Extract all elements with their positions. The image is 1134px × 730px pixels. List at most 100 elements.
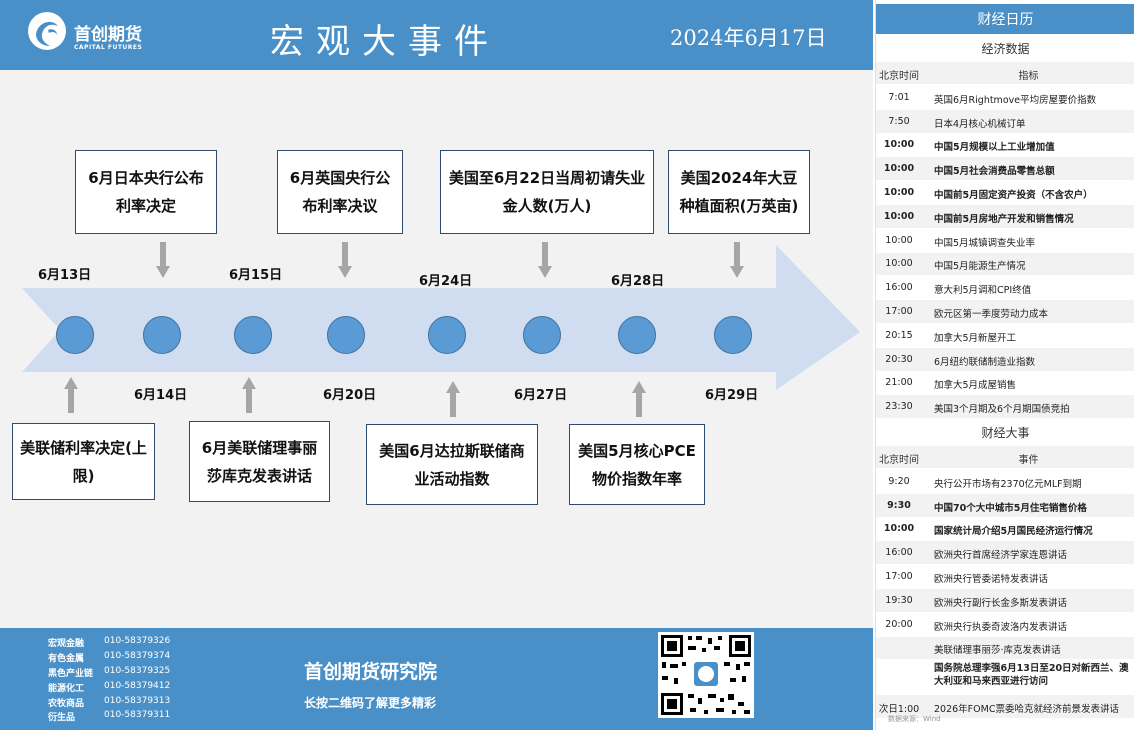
calendar-row: 16:00 意大利5月调和CPI终值 xyxy=(876,276,1134,301)
date-label: 6月14日 xyxy=(134,388,188,403)
timeline-dot xyxy=(523,316,561,354)
calendar-row: 10:00 国家统计局介绍5月国民经济运行情况 xyxy=(876,517,1134,542)
event-box: 6月日本央行公布利率决定 xyxy=(75,150,217,234)
econ-column-header: 北京时间 指标 xyxy=(876,62,1134,84)
calendar-row: 国务院总理李强6月13日至20日对新西兰、澳大利亚和马来西亚进行访问 xyxy=(876,660,1134,695)
arrow-up-icon xyxy=(632,381,646,417)
row-time: 10:00 xyxy=(885,258,913,270)
contact-dept: 衍生品 xyxy=(48,713,76,723)
row-time: 10:00 xyxy=(883,163,915,175)
event-box: 美国6月达拉斯联储商业活动指数 xyxy=(366,424,538,505)
row-text: 中国70个大中城市5月住宅销售价格 xyxy=(934,502,1087,514)
row-text: 加拿大5月成屋销售 xyxy=(934,380,1017,392)
row-time: 20:30 xyxy=(885,353,913,365)
row-time: 17:00 xyxy=(885,306,913,318)
row-text: 欧洲央行首席经济学家连恩讲话 xyxy=(934,550,1068,562)
event-box: 美国5月核心PCE物价指数年率 xyxy=(569,424,705,505)
contact-dept: 黑色产业链 xyxy=(48,669,94,679)
col-time: 北京时间 xyxy=(879,455,919,466)
row-text: 美联储理事丽莎·库克发表讲话 xyxy=(934,645,1061,657)
contact-phone: 010-58379311 xyxy=(104,710,171,720)
qr-code-icon[interactable] xyxy=(658,632,754,718)
row-text: 国家统计局介绍5月国民经济运行情况 xyxy=(934,526,1093,538)
col-indicator: 指标 xyxy=(1018,71,1039,82)
row-text: 欧洲央行副行长金多斯发表讲话 xyxy=(934,597,1068,609)
event-box: 美国至6月22日当周初请失业金人数(万人) xyxy=(440,150,654,234)
arrow-down-icon xyxy=(338,242,352,278)
arrow-down-icon xyxy=(538,242,552,278)
row-text: 加拿大5月新屋开工 xyxy=(934,332,1017,344)
date-label: 6月13日 xyxy=(38,268,92,283)
contact-row: 农牧商品 010-58379313 xyxy=(48,696,170,709)
timeline-panel: 首创期货 CAPITAL FUTURES 宏观大事件 2024年6月17日 6月… xyxy=(0,0,873,730)
timeline-dot xyxy=(143,316,181,354)
calendar-row: 17:00 欧洲央行管委诺特发表讲话 xyxy=(876,565,1134,589)
row-time: 20:00 xyxy=(885,618,913,630)
events-section-title: 财经大事 xyxy=(981,425,1030,440)
timeline-dot xyxy=(428,316,466,354)
event-box: 6月美联储理事丽莎库克发表讲话 xyxy=(189,421,330,502)
row-time: 次日1:00 xyxy=(878,703,920,715)
contact-phone: 010-58379412 xyxy=(104,681,171,691)
calendar-row: 21:00 加拿大5月成屋销售 xyxy=(876,371,1134,396)
row-text: 日本4月核心机械订单 xyxy=(934,118,1026,130)
logo-icon xyxy=(28,12,66,50)
row-text: 欧洲央行管委诺特发表讲话 xyxy=(934,574,1049,586)
row-time: 10:00 xyxy=(883,523,915,535)
row-time: 21:00 xyxy=(885,377,913,389)
date-label: 6月24日 xyxy=(419,274,473,289)
row-time: 10:00 xyxy=(883,139,915,151)
contact-phone: 010-58379313 xyxy=(104,696,171,706)
calendar-row: 次日1:00 2026年FOMC票委哈克就经济前景发表讲话 xyxy=(876,694,1134,719)
contact-phone: 010-58379374 xyxy=(104,651,171,661)
contact-phone: 010-58379326 xyxy=(104,636,171,646)
logo-text-en: CAPITAL FUTURES xyxy=(74,44,143,51)
row-text: 2026年FOMC票委哈克就经济前景发表讲话 xyxy=(934,703,1119,715)
contact-dept: 农牧商品 xyxy=(48,699,85,709)
row-time: 16:00 xyxy=(885,547,913,559)
calendar-row: 美联储理事丽莎·库克发表讲话 xyxy=(876,636,1134,661)
row-text: 意大利5月调和CPI终值 xyxy=(934,285,1032,297)
row-text: 中国5月城镇调查失业率 xyxy=(934,237,1036,249)
calendar-row: 20:15 加拿大5月新屋开工 xyxy=(876,324,1134,348)
row-text: 央行公开市场有2370亿元MLF到期 xyxy=(934,478,1082,490)
date-label: 6月15日 xyxy=(229,268,283,283)
row-time: 20:15 xyxy=(885,329,913,341)
row-text: 美国3个月期及6个月期国债竞拍 xyxy=(934,404,1070,416)
logo-text-cn: 首创期货 xyxy=(74,25,142,45)
row-time: 7:01 xyxy=(888,91,910,103)
row-time: 17:00 xyxy=(885,571,913,583)
row-text: 中国5月社会消费品零售总额 xyxy=(934,166,1055,178)
row-text: 中国前5月固定资产投资（不含农户） xyxy=(934,190,1093,202)
contact-row: 衍生品 010-58379311 xyxy=(48,710,170,723)
page-date: 2024年6月17日 xyxy=(670,26,827,50)
row-time: 10:00 xyxy=(885,234,913,246)
row-time: 16:00 xyxy=(885,282,913,294)
row-time: 10:00 xyxy=(883,187,915,199)
arrow-down-icon xyxy=(156,242,170,278)
calendar-row: 10:00 中国5月社会消费品零售总额 xyxy=(876,157,1134,182)
row-time: 10:00 xyxy=(883,210,915,222)
event-box: 美国2024年大豆种植面积(万英亩) xyxy=(668,150,810,234)
row-text: 英国6月Rightmove平均房屋要价指数 xyxy=(934,94,1097,106)
arrow-up-icon xyxy=(446,381,460,417)
contact-dept: 能源化工 xyxy=(48,684,85,694)
contact-dept: 有色金属 xyxy=(48,654,85,664)
arrow-up-icon xyxy=(64,377,78,413)
page-title: 宏观大事件 xyxy=(270,22,500,62)
date-label: 6月20日 xyxy=(323,388,377,403)
calendar-row: 16:00 欧洲央行首席经济学家连恩讲话 xyxy=(876,541,1134,566)
data-source: 数据来源：Wind xyxy=(888,715,941,723)
row-text: 国务院总理李强6月13日至20日对新西兰、澳大利亚和马来西亚进行访问 xyxy=(934,663,1129,688)
